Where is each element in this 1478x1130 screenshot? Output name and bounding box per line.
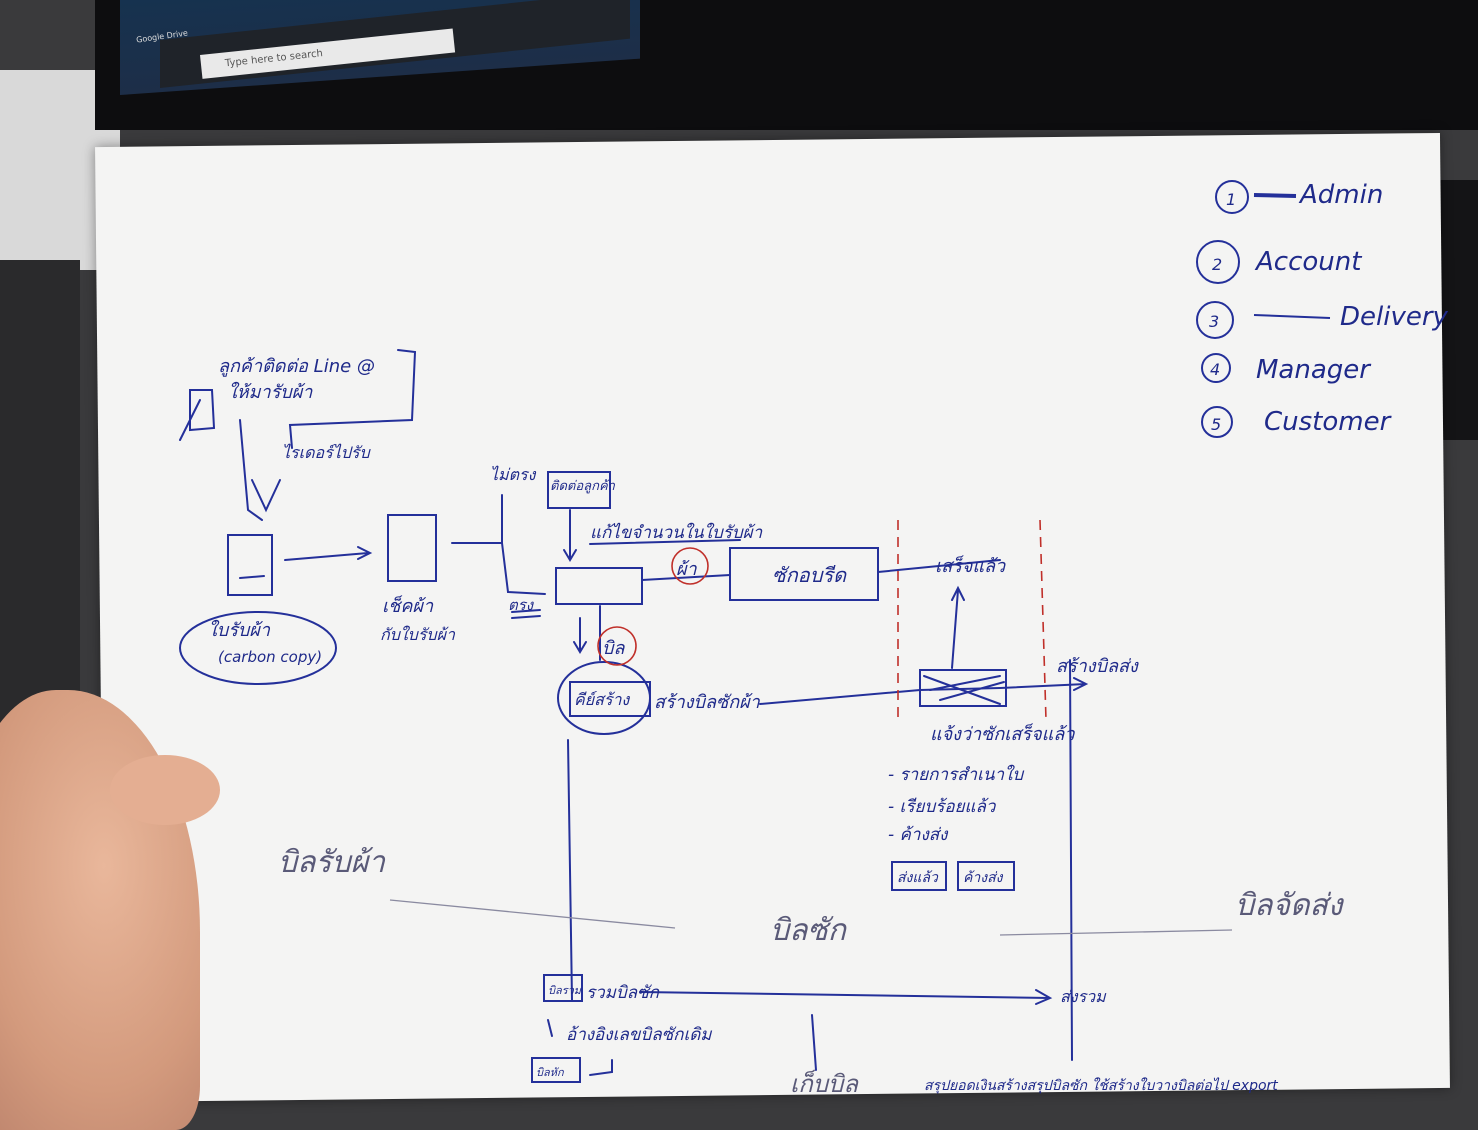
- branch-lines: [451, 494, 546, 595]
- divider-right: [1069, 659, 1073, 1061]
- role-num-3: 3: [1209, 312, 1219, 331]
- bracket-ref: [547, 1019, 553, 1037]
- note-ref-old-bill: อ้างอิงเลขบิลซักเดิม: [566, 1025, 712, 1045]
- bottom-keep-bill: เก็บบิล: [790, 1069, 859, 1098]
- note-send-all: ส่งรวม: [1060, 987, 1107, 1006]
- note-not-match: ไม่ตรง: [490, 465, 537, 484]
- match-underline: [511, 609, 541, 619]
- bill-red-circle: [597, 626, 637, 666]
- section-line-2: [999, 929, 1233, 936]
- section-delivery-bill: บิลจัดส่ง: [1235, 888, 1345, 923]
- note-combined-bill: รวมบิลซัก: [586, 983, 660, 1003]
- note-receipt-sub: (carbon copy): [218, 648, 322, 666]
- deduct-bill-box: [531, 1057, 581, 1083]
- sent-button-sketch: [891, 861, 947, 891]
- note-btn-pending: ค้างส่ง: [963, 870, 1004, 886]
- process-box: [555, 567, 643, 605]
- note-bill-mark: บิล: [602, 638, 625, 659]
- role-num-5: 5: [1211, 415, 1221, 434]
- arrow-bottom: [639, 989, 1053, 1005]
- cloth-red-circle: [671, 547, 709, 585]
- fix-underline: [589, 539, 741, 545]
- section-receipt-bill: บิลรับผ้า: [278, 845, 386, 880]
- keyboard: [1440, 180, 1478, 440]
- note-check-sub: กับใบรับผ้า: [380, 625, 456, 644]
- arrow-receipt-to-check: [284, 546, 373, 561]
- arrow-up-done: [951, 585, 965, 669]
- role-delivery: Delivery: [1340, 302, 1449, 332]
- section-wash-bill: บิลซัก: [770, 913, 848, 948]
- note-match: ตรง: [508, 596, 535, 614]
- arrow-bill: [573, 605, 601, 661]
- vertical-tick: [811, 1014, 817, 1071]
- role-circle-1: [1215, 180, 1249, 214]
- note-combined-bill-box: บิลรวม: [548, 984, 582, 997]
- note-contact-customer: ติดต่อลูกค้า: [550, 479, 616, 494]
- note-done: เสร็จแล้ว: [935, 555, 1006, 577]
- strike-admin: [1253, 193, 1297, 198]
- note-driver-pickup: ไรเดอร์ไปรับ: [282, 443, 372, 462]
- combined-bill-box: [543, 974, 583, 1002]
- red-dash-2: [1039, 519, 1047, 721]
- bracket-bottom: [589, 1059, 613, 1076]
- role-customer: Customer: [1264, 407, 1393, 437]
- arrow-fix: [563, 509, 577, 562]
- note-to-delivery: สร้างบิลส่ง: [1056, 656, 1139, 677]
- role-circle-3: [1196, 301, 1234, 339]
- arrow-down-left: [179, 399, 281, 521]
- note-fix: แก้ไขจำนวนในใบรับผ้า: [590, 522, 763, 543]
- note-customer-contact: ลูกค้าติดต่อ Line @: [218, 356, 375, 377]
- arrow-bill-to-delivery: [759, 677, 1089, 705]
- note-list-3: - ค้างส่ง: [888, 825, 949, 845]
- role-admin: Admin: [1298, 180, 1383, 210]
- note-create-bill-box: คีย์สร้าง: [574, 690, 630, 709]
- delivery-box: [919, 669, 1007, 707]
- note-check: เช็คผ้า: [382, 595, 434, 617]
- note-btn-sent: ส่งแล้ว: [897, 870, 939, 886]
- note-notify-delivery: แจ้งว่าซักเสร็จแล้ว: [930, 723, 1075, 745]
- bracket-line: [288, 349, 417, 449]
- role-num-1: 1: [1226, 190, 1236, 209]
- receipt-mark: [239, 575, 265, 579]
- note-footer: สรุปยอดเงินสร้างสรุปบิลซัก ใช้สร้างใบวาง…: [924, 1077, 1278, 1094]
- note-list-2: - เรียบร้อยแล้ว: [888, 797, 997, 817]
- receipt-ellipse: [179, 611, 337, 685]
- note-deduct-bill-box: บิลหัก: [536, 1066, 565, 1079]
- role-num-4: 4: [1210, 360, 1220, 379]
- role-circle-2: [1196, 240, 1240, 284]
- note-wash-dry: ซักอบรีด: [772, 563, 847, 587]
- strike-delivery: [1253, 314, 1331, 319]
- role-num-2: 2: [1212, 255, 1222, 274]
- wash-dry-box: [729, 547, 879, 601]
- create-bill-ellipse: [557, 661, 651, 735]
- pending-button-sketch: [957, 861, 1015, 891]
- check-box: [387, 514, 437, 582]
- scribble-box: [189, 389, 216, 432]
- line-to-wash: [641, 574, 731, 581]
- note-receipt: ใบรับผ้า: [208, 619, 271, 641]
- note-list-1: - รายการสำเนาใบ: [888, 764, 1024, 785]
- note-customer-contact-2: ให้มารับผ้า: [228, 381, 313, 403]
- role-circle-5: [1201, 406, 1233, 438]
- divider-left: [567, 739, 573, 1001]
- receipt-box: [227, 534, 273, 596]
- contact-box: [547, 471, 611, 509]
- role-manager: Manager: [1256, 355, 1372, 385]
- role-account: Account: [1254, 247, 1362, 277]
- section-line-1: [389, 899, 676, 929]
- delivery-hatch: [923, 675, 1005, 705]
- role-circle-4: [1201, 353, 1231, 383]
- thumb: [110, 755, 220, 825]
- note-create-bill: สร้างบิลซักผ้า: [654, 692, 761, 713]
- line-to-done: [877, 559, 1001, 573]
- note-cloth-mark: ผ้า: [676, 559, 698, 580]
